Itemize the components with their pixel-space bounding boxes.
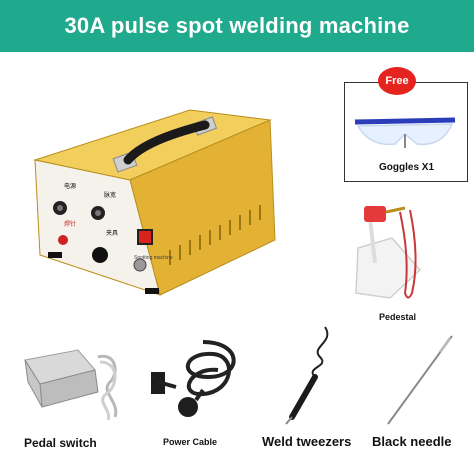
panel-label-top-right: 脉宽 — [104, 193, 117, 199]
pedal-switch-caption: Pedal switch — [24, 436, 97, 450]
panel-label-bottom: Spotting machine — [134, 255, 173, 261]
goggles-image — [354, 117, 456, 148]
panel-label-top-left: 电源 — [64, 184, 77, 190]
title-banner: 30A pulse spot welding machine — [0, 0, 474, 52]
pedal-switch-image — [24, 349, 118, 421]
welding-machine-image — [33, 109, 276, 296]
pedestal-image — [355, 206, 422, 299]
weld-tweezers-caption: Weld tweezers — [262, 434, 352, 449]
free-badge: Free — [378, 67, 416, 95]
black-needle-image — [387, 335, 453, 425]
banner-title: 30A pulse spot welding machine — [64, 13, 410, 38]
power-cable-image — [151, 340, 236, 417]
panel-label-mid-right: 夹具 — [106, 231, 119, 237]
pedestal-caption: Pedestal — [379, 312, 417, 322]
power-cable-caption: Power Cable — [163, 437, 218, 447]
weld-tweezers-image — [285, 326, 329, 425]
black-needle-caption: Black needle — [372, 434, 452, 449]
goggles-caption: Goggles X1 — [379, 162, 435, 173]
panel-label-mid-left: 焊针 — [64, 222, 77, 228]
